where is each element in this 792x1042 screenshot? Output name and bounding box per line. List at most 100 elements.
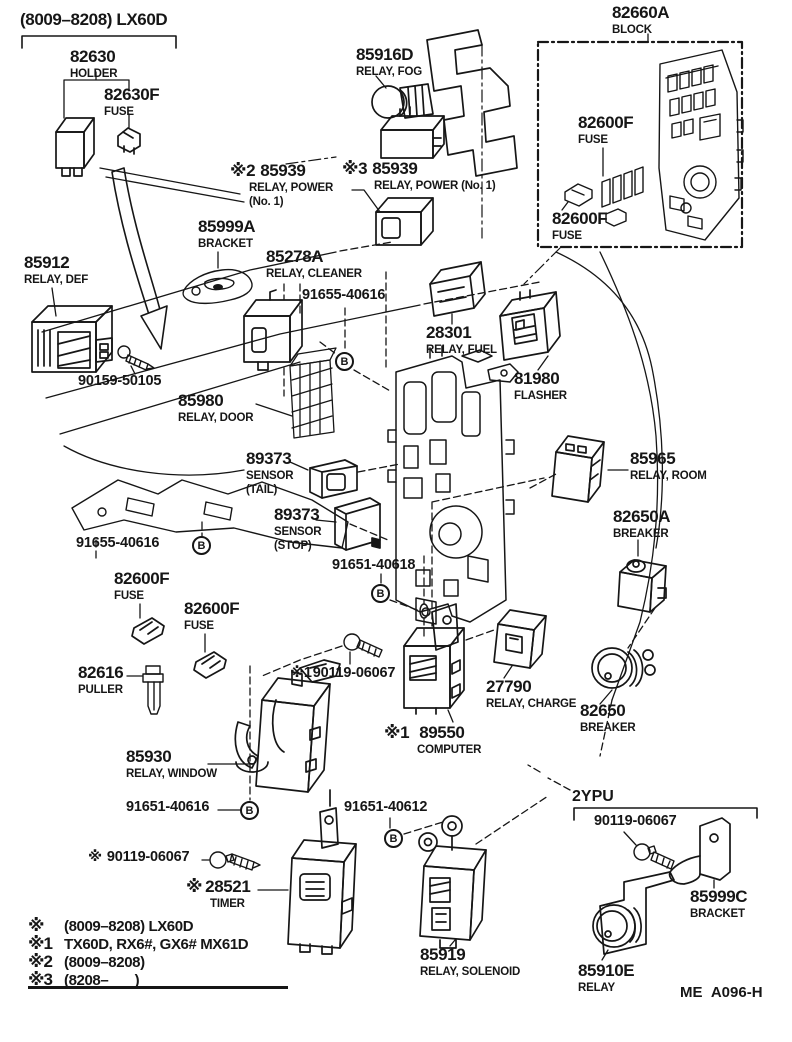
relay-85939-2-art: [375, 197, 434, 246]
block-fuses-art: [564, 166, 644, 227]
sensor-tail-art: [309, 459, 358, 499]
leader-85939-2: [351, 189, 381, 213]
label-27790: 27790 RELAY, CHARGE: [486, 677, 577, 710]
label-89373-stop: 89373 SENSOR (STOP): [274, 505, 322, 552]
header-bracket: [21, 35, 177, 49]
label-82650a: 82650A BREAKER: [613, 507, 671, 540]
arrow-art: [111, 167, 168, 350]
part-number: 82630: [70, 47, 116, 66]
part-name: HOLDER: [70, 67, 118, 80]
label-85930: 85930 RELAY, WINDOW: [126, 747, 217, 780]
relay-85965-art: [551, 435, 605, 503]
fastener-mark-b: B: [384, 829, 403, 848]
label-85980: 85980 RELAY, DOOR: [178, 391, 254, 424]
fuse-block-art: [658, 49, 744, 241]
fastener-mark-b: B: [371, 584, 390, 603]
body-outline-lines: [41, 251, 664, 701]
label-91655-top: 91655-40616: [302, 287, 386, 303]
label-82600f-left: 82600F FUSE: [114, 569, 170, 602]
screw-90159-art: [117, 345, 155, 371]
label-85999c: 85999C BRACKET: [690, 887, 748, 920]
label-90119-2ypu: 90119-06067: [594, 813, 677, 829]
leaders-block-fuses: [561, 147, 604, 211]
relay-85912-art: [31, 305, 113, 373]
leader-85980: [255, 403, 293, 417]
doc-code: ME A096-H: [680, 984, 763, 1001]
computer-89550-art: [403, 603, 465, 715]
screw-90119-2ypu-art: [633, 843, 675, 870]
fastener-mark-b: B: [192, 536, 211, 555]
label-82600f-right: 82600F FUSE: [184, 599, 240, 632]
leader-85912: [51, 287, 57, 317]
fuse-82600f-left-art: [131, 617, 165, 645]
fuse-82600f-right-art: [193, 651, 227, 679]
label-28521: ※28521 TIMER: [186, 877, 251, 910]
leader-82650: [599, 689, 613, 705]
label-85916d: 85916D RELAY, FOG: [356, 45, 422, 78]
fuse-82630f-art: [117, 127, 141, 155]
timer-28521-art: [287, 789, 357, 955]
label-89373-tail: 89373 SENSOR (TAIL): [246, 449, 294, 496]
label-82630f: 82630F FUSE: [104, 85, 160, 118]
label-82660a: 82660A BLOCK: [612, 3, 670, 36]
leader-82630: [63, 71, 130, 129]
sensor-stop-art: [334, 497, 381, 551]
holder-pointer-lines: [99, 167, 245, 203]
fuse-block-border: [536, 40, 744, 249]
legend-row: ※1 TX60D, RX6#, GX6# MX61D: [28, 934, 249, 953]
bracket-85999c-art: [668, 817, 731, 885]
screw-90119-center-art: [343, 633, 383, 658]
relay-27790-art: [493, 609, 547, 669]
relay-85939-3-art: [380, 106, 445, 159]
mount-bracket-art: [426, 29, 518, 177]
leader-85910e: [601, 949, 609, 961]
leader-89373-stop: [315, 519, 337, 523]
label-2ypu-group: 2YPU: [572, 788, 614, 805]
label-91651-40616: 91651-40616: [126, 799, 210, 815]
holder-art: [55, 117, 95, 177]
label-85999a: 85999A BRACKET: [198, 217, 256, 250]
label-85910e: 85910E RELAY: [578, 961, 635, 994]
eyelet-art: [441, 815, 463, 851]
label-82600f-block-lower: 82600F FUSE: [552, 209, 608, 242]
relay-85910e-art: [592, 871, 675, 955]
label-82616: 82616 PULLER: [78, 663, 124, 696]
fastener-mark-b: B: [240, 801, 259, 820]
puller-82616-art: [142, 665, 164, 715]
legend-row: ※3 (8208– ): [28, 970, 140, 989]
label-91651-40612: 91651-40612: [344, 799, 428, 815]
leader-85919: [449, 939, 456, 947]
breaker-82650-art: [591, 647, 656, 689]
legend-row: ※ (8009–8208) LX60D: [28, 916, 194, 935]
label-90119-center: ※190119-06067: [290, 665, 396, 681]
leader-90119-2ypu: [623, 831, 637, 846]
label-28301: 28301 RELAY, FUEL: [426, 323, 497, 356]
label-82600f-block-upper: 82600F FUSE: [578, 113, 634, 146]
leader-81980: [537, 355, 549, 371]
mount-panel-art: [387, 345, 519, 625]
legend-underline: [28, 986, 288, 989]
floor-sill-art: [71, 479, 349, 549]
label-85278a: 85278A RELAY, CLEANER: [266, 247, 362, 280]
fastener-mark-b: B: [335, 352, 354, 371]
relay-85980-art: [289, 347, 337, 439]
header-note: (8009–8208) LX60D: [20, 10, 168, 29]
leader-90159: [130, 365, 136, 375]
label-85965: 85965 RELAY, ROOM: [630, 449, 707, 482]
relay-85930-art: [234, 659, 341, 793]
breaker-82650a-art: [617, 559, 667, 613]
group-bracket-2ypu: [573, 807, 758, 821]
label-91651-40618: 91651-40618: [332, 557, 416, 573]
legend-row: ※2 (8009–8208): [28, 952, 145, 971]
body-dashdot-lines: [285, 156, 561, 285]
label-90119-left: ※90119-06067: [88, 849, 190, 865]
relay-85919-art: [418, 832, 487, 949]
flasher-81980-art: [499, 289, 561, 361]
leader-89373-tail: [289, 461, 309, 471]
screw-90119-left-art: [209, 851, 261, 871]
